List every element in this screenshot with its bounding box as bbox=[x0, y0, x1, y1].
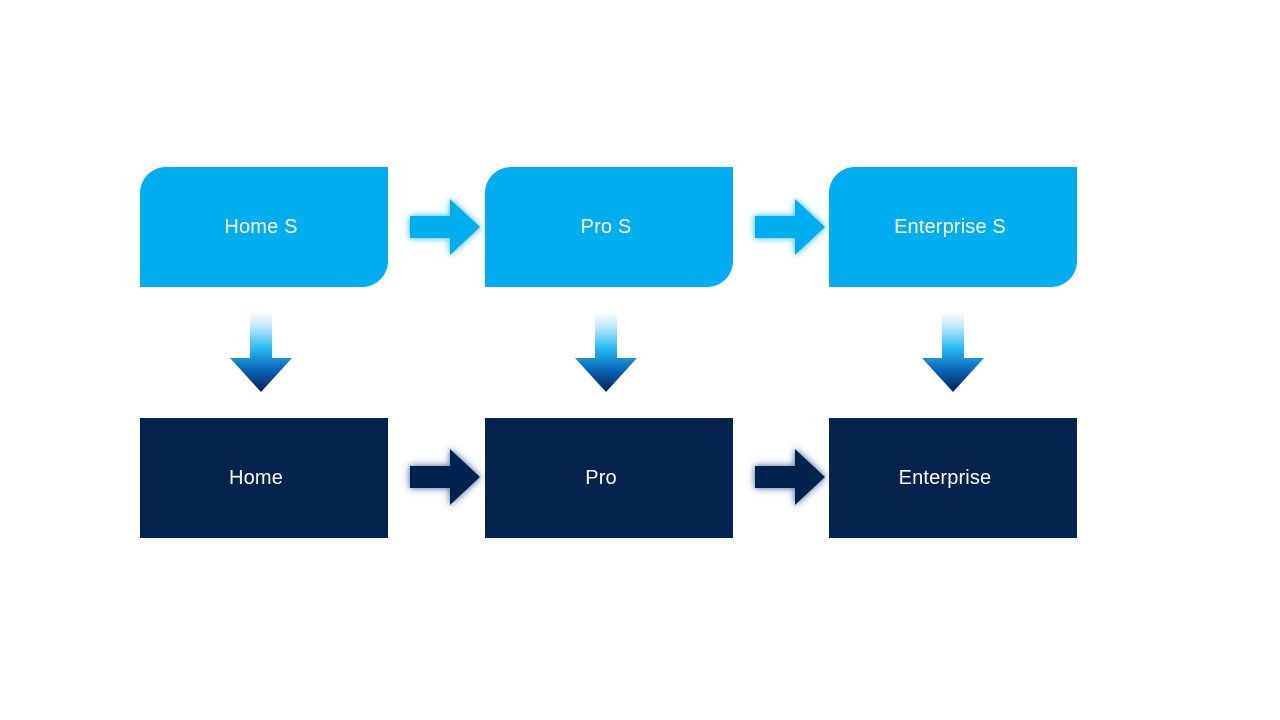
node-pro[interactable]: Pro bbox=[485, 418, 733, 538]
node-label-pro: Pro bbox=[585, 467, 617, 489]
node-pro-s[interactable]: Pro S bbox=[485, 167, 733, 287]
arrow-right-icon-pro-to-enterprise bbox=[749, 441, 829, 513]
node-label-home-s: Home S bbox=[224, 216, 298, 238]
node-enterprise-s[interactable]: Enterprise S bbox=[829, 167, 1077, 287]
node-label-pro-s: Pro S bbox=[580, 216, 632, 238]
node-enterprise[interactable]: Enterprise bbox=[829, 418, 1077, 538]
node-label-enterprise-s: Enterprise S bbox=[894, 216, 1006, 238]
arrow-right-icon-home-to-pro bbox=[404, 441, 484, 513]
arrow-down-icon-enterprise-s-to-enterprise bbox=[916, 308, 990, 396]
node-label-enterprise: Enterprise bbox=[898, 467, 992, 489]
node-label-home: Home bbox=[229, 467, 283, 489]
arrow-right-icon-pro-s-to-enterprise-s bbox=[749, 191, 829, 263]
arrow-right-icon-home-s-to-pro-s bbox=[404, 191, 484, 263]
arrow-down-icon-home-s-to-home bbox=[224, 308, 298, 396]
node-home-s[interactable]: Home S bbox=[140, 167, 388, 287]
arrow-down-icon-pro-s-to-pro bbox=[569, 308, 643, 396]
node-home[interactable]: Home bbox=[140, 418, 388, 538]
